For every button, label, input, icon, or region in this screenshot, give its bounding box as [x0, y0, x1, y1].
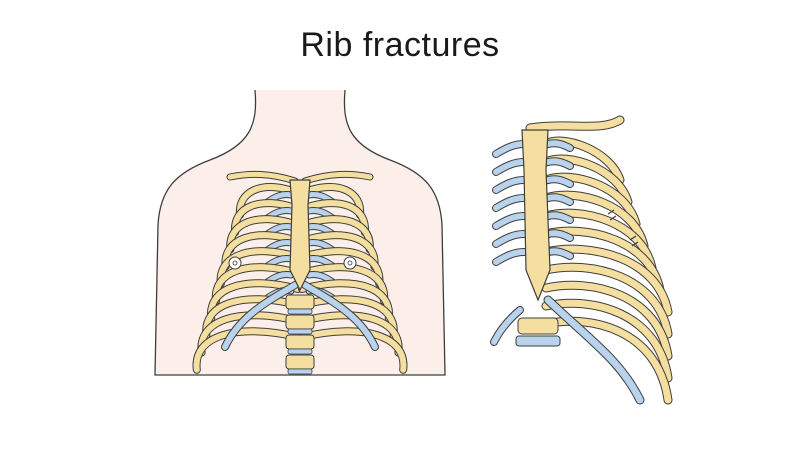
closeup-fracture-mark-1: [607, 209, 617, 221]
vertebra-1: [285, 294, 315, 310]
vertebra-4: [285, 354, 315, 370]
vertebra-2: [285, 314, 315, 330]
lumbar-spine: [285, 294, 315, 375]
closeup-vertebra: [517, 317, 559, 335]
rib-cage-closeup-illustration: [490, 115, 673, 405]
slide-title: Rib fractures: [300, 26, 500, 64]
torso-ribs-group: [192, 183, 408, 374]
fracture-marker-right: [343, 256, 357, 270]
sternum: [289, 179, 311, 292]
torso-rib-cage-illustration: [154, 89, 446, 376]
vertebra-3: [285, 334, 315, 350]
closeup-sternum: [521, 129, 551, 302]
closeup-fracture-mark-2: [629, 235, 639, 247]
fracture-marker-left: [228, 256, 242, 270]
closeup-ribs-group: [490, 136, 673, 405]
